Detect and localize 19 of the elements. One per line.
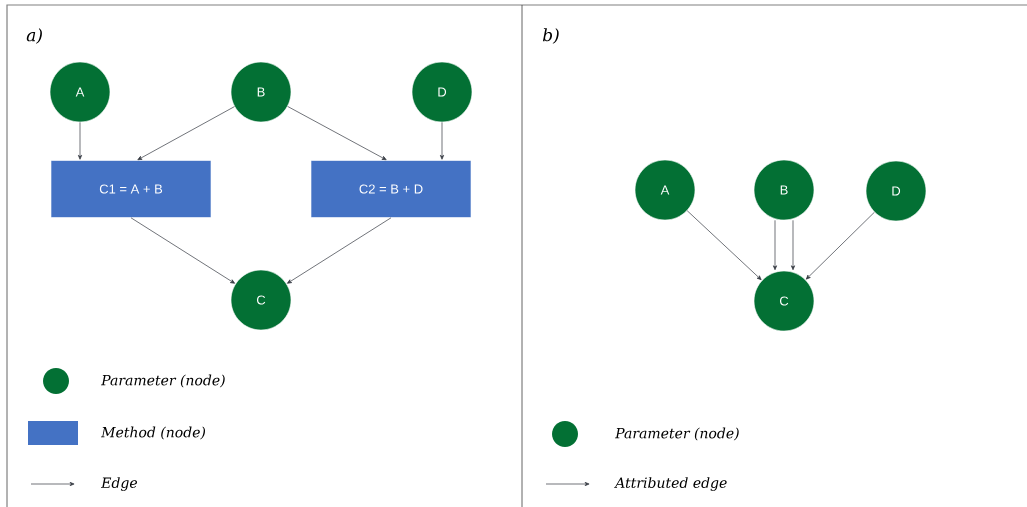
arrow bbox=[77, 121, 83, 160]
arrow bbox=[772, 219, 778, 271]
legend-label: Parameter (node) bbox=[101, 374, 225, 388]
panel-label: a) bbox=[26, 28, 42, 44]
arrow bbox=[790, 219, 796, 271]
panel-label: b) bbox=[542, 28, 559, 44]
arrow bbox=[287, 217, 392, 284]
method-box: C2 = B + D bbox=[310, 160, 472, 218]
legend-label: Attributed edge bbox=[614, 477, 727, 491]
legend-label: Edge bbox=[101, 477, 137, 491]
arrow bbox=[287, 106, 387, 161]
legend-label: Parameter (node) bbox=[615, 427, 739, 441]
arrow bbox=[130, 217, 235, 284]
method-box: C1 = A + B bbox=[50, 160, 212, 218]
legend-label: Method (node) bbox=[101, 426, 206, 440]
arrow bbox=[686, 210, 762, 281]
arrow bbox=[439, 121, 445, 160]
arrow bbox=[137, 106, 235, 161]
arrow bbox=[805, 211, 875, 280]
